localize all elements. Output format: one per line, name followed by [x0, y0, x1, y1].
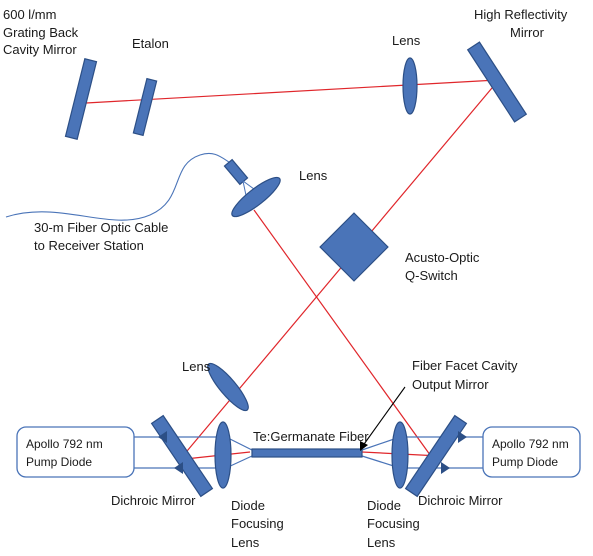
- fiber-optic-cable: [5, 152, 233, 221]
- right-diode-lens-label-line1: Diode: [367, 498, 401, 513]
- beam-grating-to-hr-mirror: [85, 79, 498, 104]
- right-dichroic-arrow-lower: [441, 462, 450, 474]
- fiber-cable-label-line2: to Receiver Station: [34, 238, 144, 253]
- aom-label-line2: Q-Switch: [405, 268, 458, 283]
- left-dichroic-mirror-label: Dichroic Mirror: [111, 493, 196, 508]
- etalon: [132, 77, 158, 137]
- te-germanate-fiber-label: Te:Germanate Fiber: [253, 429, 369, 444]
- hr-mirror-label-line1: High Reflectivity: [474, 7, 568, 22]
- grating-label-line1: 600 l/mm: [3, 7, 56, 22]
- left-pump-diode-box: [16, 426, 135, 478]
- right-pump-diode-box: [482, 426, 581, 478]
- right-dichroic-mirror: [404, 414, 468, 498]
- fiber-facet-label-line1: Fiber Facet Cavity: [412, 358, 518, 373]
- right-pump-diode-label-line1: Apollo 792 nm: [492, 437, 569, 451]
- fiber-cable-label-line1: 30-m Fiber Optic Cable: [34, 220, 168, 235]
- aom-label-line1: Acusto-Optic: [405, 250, 480, 265]
- left-pump-diode-label-line2: Pump Diode: [26, 455, 92, 469]
- fiber-facet-label-line2: Output Mirror: [412, 377, 489, 392]
- left-diode-lens-label-line1: Diode: [231, 498, 265, 513]
- left-diode-focusing-lens: [214, 421, 232, 489]
- right-pump-diode-label-line2: Pump Diode: [492, 455, 558, 469]
- hr-mirror-label-line2: Mirror: [510, 25, 545, 40]
- fiber-coupling-lens: [231, 176, 281, 218]
- acousto-optic-q-switch: [319, 212, 389, 282]
- left-diode-lens-label-line2: Focusing: [231, 516, 284, 531]
- grating-label-line3: Cavity Mirror: [3, 42, 77, 57]
- fiber-lens-label: Lens: [299, 168, 328, 183]
- right-diode-lens-label-line3: Lens: [367, 535, 396, 550]
- high-reflectivity-mirror: [466, 41, 528, 123]
- grating-back-cavity-mirror: [64, 58, 98, 140]
- etalon-label: Etalon: [132, 36, 169, 51]
- te-germanate-fiber: [251, 448, 363, 458]
- grating-label-line2: Grating Back: [3, 25, 79, 40]
- lower-lens-label: Lens: [182, 359, 211, 374]
- left-dichroic-arrow-lower: [174, 462, 183, 474]
- right-diode-lens-label-line2: Focusing: [367, 516, 420, 531]
- right-diode-focusing-lens: [391, 421, 409, 489]
- fiber-facet-pointer-line: [361, 386, 406, 448]
- beam-fiber-lens-to-right-dichroic: [253, 209, 434, 460]
- right-dichroic-arrow-upper: [458, 431, 467, 443]
- fiber-facet-pointer-head: [360, 441, 368, 451]
- left-dichroic-arrow-upper: [158, 431, 167, 443]
- lower-lens: [207, 362, 249, 412]
- right-dichroic-mirror-label: Dichroic Mirror: [418, 493, 503, 508]
- left-dichroic-mirror: [150, 414, 214, 498]
- fiber-connector: [223, 158, 249, 186]
- top-lens-label: Lens: [392, 33, 421, 48]
- top-lens: [402, 57, 418, 115]
- left-diode-lens-label-line3: Lens: [231, 535, 260, 550]
- left-pump-diode-label-line1: Apollo 792 nm: [26, 437, 103, 451]
